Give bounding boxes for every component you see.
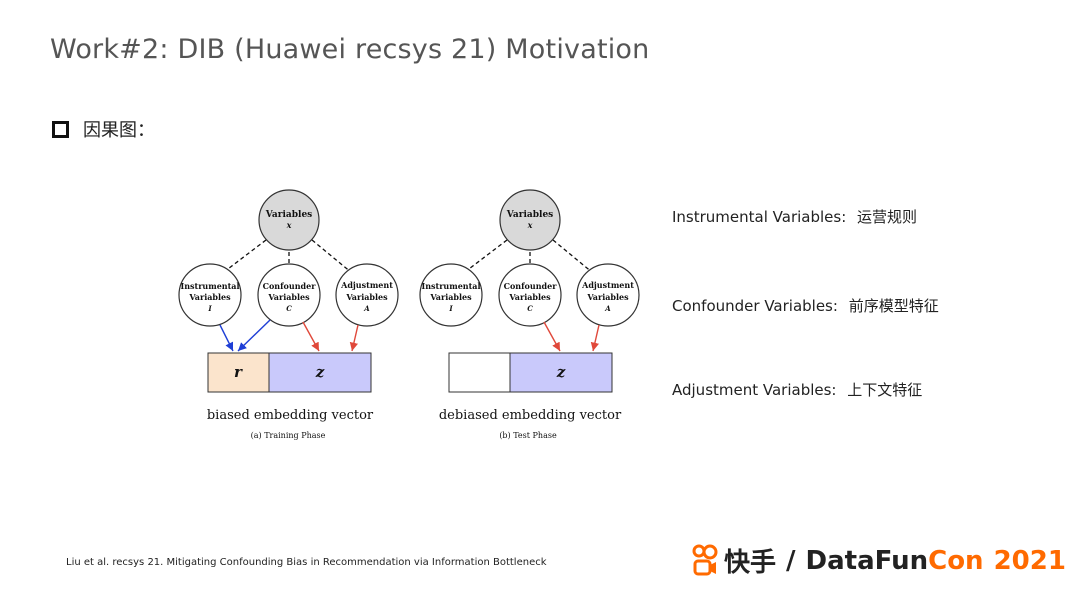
z-label: z: [556, 363, 566, 381]
edge-adjustment-z: [590, 324, 600, 352]
slide-title: Work#2: DIB (Huawei recsys 21) Motivatio…: [50, 34, 650, 65]
training-caption: biased embedding vector: [207, 408, 374, 423]
z-embedding-box: [509, 352, 613, 393]
r-label: r: [234, 363, 243, 381]
confounder-label-line1: Confounder: [263, 281, 317, 291]
instrumental-label-line2: Variables: [429, 292, 472, 302]
legend-instrumental-label: Instrumental Variables:: [672, 208, 847, 226]
confounder-label-line1: Confounder: [504, 281, 558, 291]
instrumental-label-line2: Variables: [188, 292, 231, 302]
variables-node: [258, 189, 320, 251]
training-phase-diagram: Variables x Instrumental Variables I Con…: [178, 189, 399, 440]
instrumental-symbol: I: [448, 304, 453, 313]
legend-confounder: Confounder Variables: 前序模型特征: [672, 295, 939, 316]
instrumental-label-line1: Instrumental: [421, 281, 480, 291]
adjustment-symbol: A: [604, 304, 611, 313]
confounder-node: [498, 263, 562, 327]
brand-slash: /: [786, 545, 796, 576]
instrumental-node: [419, 263, 483, 327]
adjustment-symbol: A: [363, 304, 370, 313]
legend-confounder-label: Confounder Variables:: [672, 297, 838, 315]
bullet-text: 因果图：: [83, 120, 155, 141]
confounder-symbol: C: [286, 304, 292, 313]
edge-confounder-z: [543, 321, 561, 352]
brand-year: 2021: [993, 545, 1066, 576]
variables-node: [499, 189, 561, 251]
r-embedding-box: [207, 352, 270, 393]
adjustment-label-line1: Adjustment: [340, 280, 393, 290]
adjustment-label-line2: Variables: [586, 292, 629, 302]
legend-adjustment: Adjustment Variables: 上下文特征: [672, 379, 922, 400]
z-embedding-box: [268, 352, 372, 393]
z-label: z: [315, 363, 325, 381]
confounder-node: [257, 263, 321, 327]
adjustment-node: [335, 263, 399, 327]
brand-cn-text: 快手: [724, 548, 777, 578]
edge-x-adjustment: [311, 239, 353, 274]
edge-x-instrumental: [460, 239, 508, 276]
brand-datafuncon: DataFunCon: [806, 546, 984, 576]
instrumental-node: [178, 263, 242, 327]
kuaishou-logo-icon: [692, 544, 718, 575]
legend-adjustment-cn: 上下文特征: [847, 381, 923, 399]
bullet-square-icon: [52, 120, 69, 138]
variables-node-symbol: x: [527, 220, 533, 230]
instrumental-label-line1: Instrumental: [180, 281, 239, 291]
adjustment-label-line1: Adjustment: [581, 280, 634, 290]
confounder-label-line2: Variables: [508, 292, 551, 302]
edge-x-adjustment: [552, 239, 594, 274]
empty-embedding-box: [448, 352, 511, 393]
edge-confounder-r: [237, 319, 271, 352]
legend-instrumental: Instrumental Variables: 运营规则: [672, 206, 917, 227]
brand-con: Con: [928, 545, 984, 576]
instrumental-symbol: I: [207, 304, 212, 313]
adjustment-label-line2: Variables: [345, 292, 388, 302]
variables-node-label: Variables: [506, 210, 554, 220]
confounder-symbol: C: [527, 304, 533, 313]
edge-instrumental-r: [219, 324, 234, 352]
bullet-row: 因果图：: [52, 116, 155, 142]
brand-logo: 快手 / DataFunCon 2021: [692, 542, 1066, 579]
legend-instrumental-cn: 运营规则: [857, 208, 918, 226]
brand-data: DataFun: [805, 545, 929, 576]
test-phase-diagram: Variables x Instrumental Variables I Con…: [419, 189, 640, 440]
edge-confounder-z: [302, 321, 320, 352]
test-caption: debiased embedding vector: [439, 408, 622, 423]
test-subcaption: (b) Test Phase: [499, 431, 557, 440]
confounder-label-line2: Variables: [267, 292, 310, 302]
footnote-citation: Liu et al. recsys 21. Mitigating Confoun…: [66, 557, 547, 568]
training-subcaption: (a) Training Phase: [251, 431, 326, 440]
adjustment-node: [576, 263, 640, 327]
legend-confounder-cn: 前序模型特征: [848, 297, 939, 315]
edge-adjustment-z: [349, 324, 359, 352]
variables-node-symbol: x: [286, 220, 292, 230]
variables-node-label: Variables: [265, 210, 313, 220]
edge-x-instrumental: [219, 239, 267, 276]
legend-adjustment-label: Adjustment Variables:: [672, 381, 837, 399]
